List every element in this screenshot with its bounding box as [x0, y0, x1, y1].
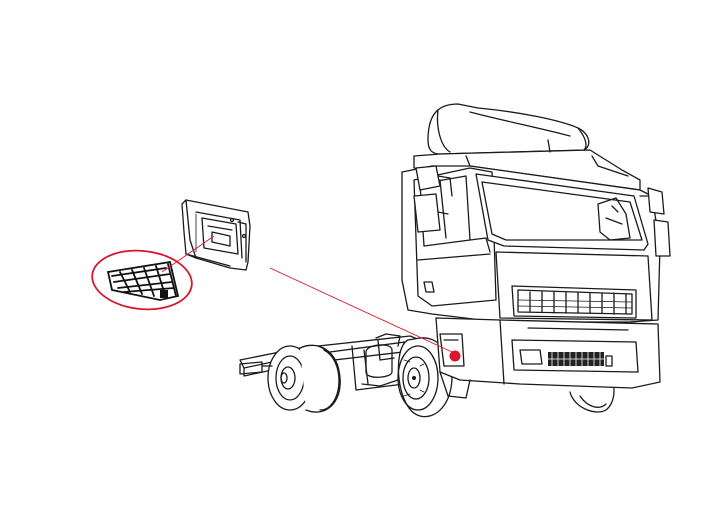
part-bracket-connector: [161, 235, 215, 273]
step-bracket-assembly: [181, 199, 251, 271]
truck-cab: [401, 103, 671, 399]
side-mirror: [413, 165, 453, 233]
front-wheel-right: [569, 379, 615, 413]
rear-wheel-inner: [299, 344, 341, 413]
truck-chassis: [239, 333, 421, 413]
location-marker-dot: [449, 350, 461, 362]
callout-ellipse: [91, 249, 193, 311]
step-grating-part: [106, 260, 180, 301]
side-mirror-right: [639, 187, 671, 257]
front-grille: [511, 285, 637, 319]
leader-line: [269, 267, 453, 353]
front-bumper: [435, 317, 661, 399]
